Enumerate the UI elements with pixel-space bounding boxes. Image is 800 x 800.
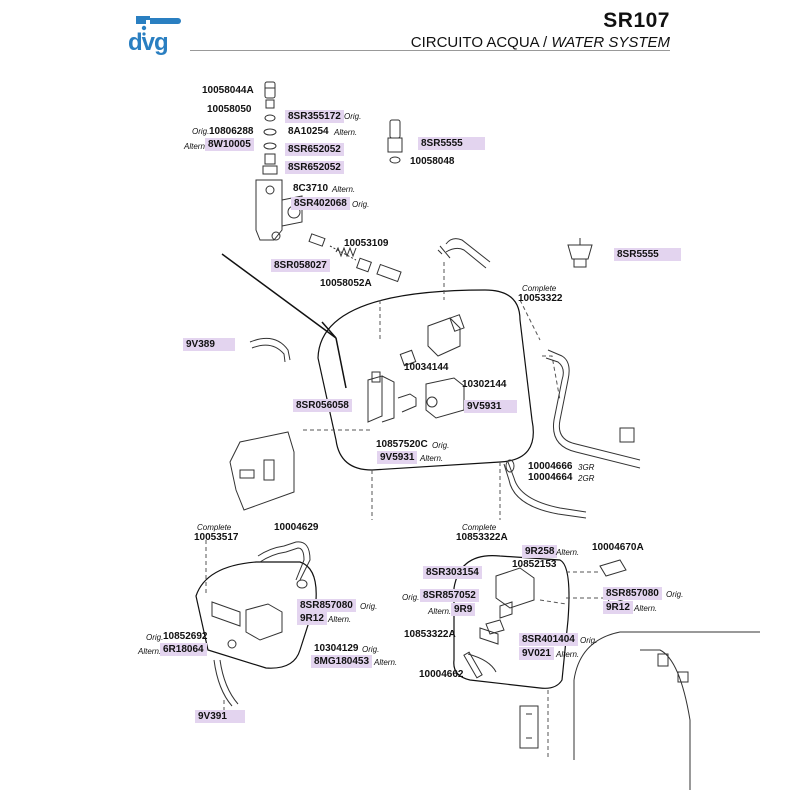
note-orig: Orig.	[432, 441, 450, 450]
header-rule	[190, 50, 670, 51]
small-valve-2	[567, 238, 593, 268]
title-english: WATER SYSTEM	[551, 34, 670, 51]
note-orig: Orig.	[360, 602, 378, 611]
note-3gr: 3GR	[578, 463, 595, 472]
part-10053109: 10053109	[344, 238, 389, 249]
part-8SR5555: 8SR5555	[418, 137, 485, 150]
part-10857520C: 10857520C	[376, 439, 428, 450]
model-code: SR107	[603, 9, 670, 32]
note-orig: Orig.	[580, 636, 598, 645]
note-altern: Altern.	[374, 658, 398, 667]
part-8SR857080: 8SR857080	[603, 587, 662, 600]
part-10058048: 10058048	[410, 156, 455, 167]
part-8SR652052: 8SR652052	[285, 161, 344, 174]
part-8W10005: 8W10005	[205, 138, 254, 151]
part-8SR857052: 8SR857052	[420, 589, 479, 602]
part-10853322A: 10853322A	[404, 629, 456, 640]
part-10004670A: 10004670A	[592, 542, 644, 553]
note-altern: Altern.	[334, 128, 358, 137]
part-10053322: 10053322	[518, 293, 563, 304]
part-8MG180453: 8MG180453	[311, 655, 373, 668]
part-10806288: 10806288	[209, 126, 254, 137]
part-8C3710: 8C3710	[293, 183, 329, 194]
note-complete: Complete	[522, 284, 557, 293]
note-2gr: 2GR	[578, 474, 595, 483]
part-10058044A: 10058044A	[202, 85, 254, 96]
part-9R258: 9R258	[522, 545, 558, 558]
part-8SR857080: 8SR857080	[297, 599, 356, 612]
note-complete: Complete	[462, 523, 497, 532]
part-10053517: 10053517	[194, 532, 239, 543]
note-altern: Altern.	[420, 454, 444, 463]
note-altern: Altern.	[556, 548, 580, 557]
note-orig: Orig.	[192, 127, 210, 136]
part-8SR401404: 8SR401404	[519, 633, 578, 646]
part-8SR402068: 8SR402068	[291, 197, 350, 210]
note-altern: Altern.	[556, 650, 580, 659]
part-10853322A: 10853322A	[456, 532, 508, 543]
dvg-logo	[136, 16, 181, 36]
part-9R9: 9R9	[451, 603, 476, 616]
part-10304129: 10304129	[314, 643, 359, 654]
note-orig: Orig.	[344, 112, 362, 121]
part-8SR058027: 8SR058027	[271, 259, 330, 272]
page-title: CIRCUITO ACQUA / WATER SYSTEM	[411, 34, 670, 51]
note-complete: Complete	[197, 523, 232, 532]
part-9V5931: 9V5931	[377, 451, 418, 464]
part-9R12: 9R12	[297, 612, 327, 625]
part-10004664: 10004664	[528, 472, 573, 483]
part-10004629: 10004629	[274, 522, 319, 533]
note-orig: Orig.	[362, 645, 380, 654]
part-10058050: 10058050	[207, 104, 252, 115]
title-separator: /	[538, 34, 552, 51]
part-9V391: 9V391	[195, 710, 245, 723]
part-9V5931: 9V5931	[464, 400, 518, 413]
note-orig: Orig.	[402, 593, 420, 602]
note-altern: Altern.	[184, 142, 208, 151]
note-altern: Altern.	[428, 607, 452, 616]
part-8A10254: 8A10254	[288, 126, 329, 137]
part-8SR355172: 8SR355172	[285, 110, 344, 123]
part-10058052A: 10058052A	[320, 278, 372, 289]
part-10004666: 10004666	[528, 461, 573, 472]
note-altern: Altern.	[332, 185, 356, 194]
title-italian: CIRCUITO ACQUA	[410, 34, 539, 51]
part-8SR652052: 8SR652052	[285, 143, 344, 156]
part-8SR5555: 8SR5555	[614, 248, 681, 261]
brand-name: dvg	[128, 29, 169, 56]
part-6R18064: 6R18064	[160, 643, 207, 656]
part-10034144: 10034144	[404, 362, 449, 373]
small-valve-1	[387, 119, 403, 164]
note-orig: Orig.	[146, 633, 164, 642]
part-9V021: 9V021	[519, 647, 554, 660]
part-8SR056058: 8SR056058	[293, 399, 352, 412]
part-10852153: 10852153	[512, 559, 557, 570]
part-8SR303154: 8SR303154	[423, 566, 482, 579]
note-altern: Altern.	[328, 615, 352, 624]
part-10852692: 10852692	[163, 631, 208, 642]
part-10004662: 10004662	[419, 669, 464, 680]
part-9V389: 9V389	[183, 338, 235, 351]
part-10302144: 10302144	[462, 379, 507, 390]
note-orig: Orig.	[666, 590, 684, 599]
note-altern: Altern.	[634, 604, 658, 613]
part-9R12: 9R12	[603, 601, 633, 614]
note-altern: Altern.	[138, 647, 162, 656]
note-orig: Orig.	[352, 200, 370, 209]
